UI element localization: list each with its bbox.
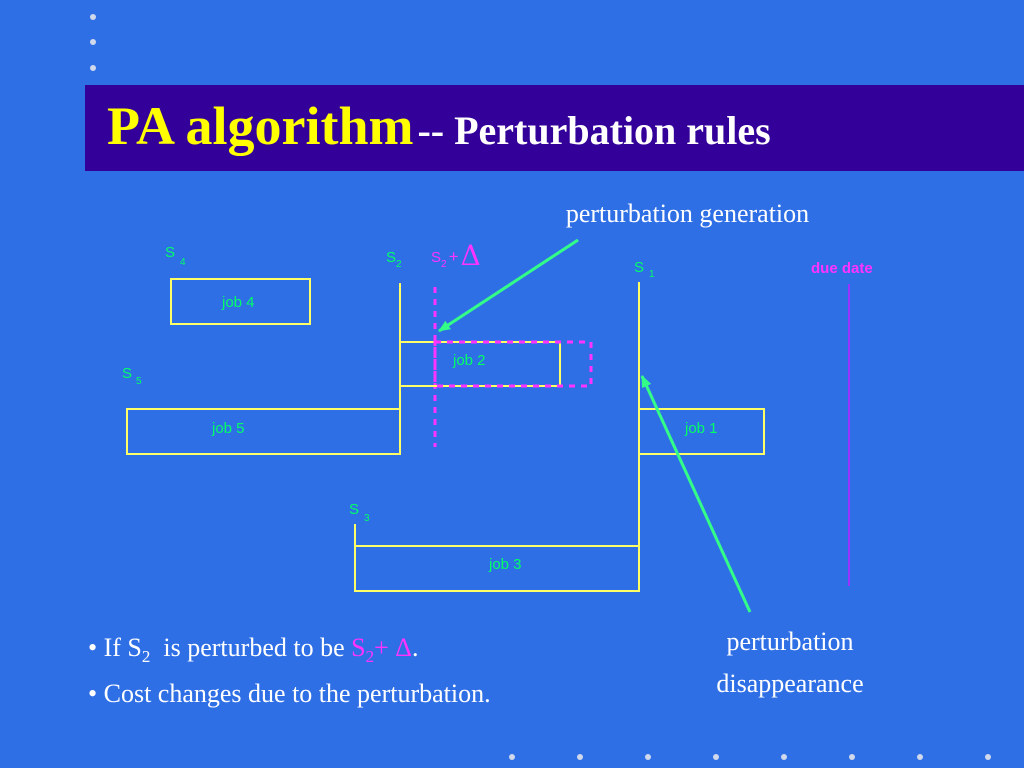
job4-label: job 4	[221, 294, 255, 311]
bullet-cost-changes: • Cost changes due to the perturbation.	[88, 679, 491, 708]
perturbation-disappearance-label: perturbation disappearance	[680, 627, 900, 699]
label-s2-plus-delta: S2+Δ	[431, 239, 481, 272]
job5-label: job 5	[211, 420, 245, 437]
label-s4: S4	[165, 244, 186, 268]
title-bar: PA algorithm -- Perturbation rules	[85, 85, 1024, 171]
label-s2: S2	[386, 249, 402, 270]
job1-label: job 1	[684, 420, 718, 437]
job4-box	[170, 278, 311, 325]
perturbation-generation-label: perturbation generation	[565, 199, 810, 228]
job2-perturbed-box	[433, 340, 593, 388]
bullet-perturbation-rule: • If S2 is perturbed to be S2+ Δ.	[88, 633, 419, 667]
disappearance-arrow	[640, 375, 752, 613]
disappearance-line1: perturbation	[726, 627, 854, 656]
job2-label: job 2	[452, 352, 486, 369]
title-sub: -- Perturbation rules	[417, 108, 771, 153]
label-s3: S3	[349, 501, 370, 524]
label-due-date: due date	[811, 260, 873, 277]
job2-box	[399, 341, 561, 387]
disappearance-line2: disappearance	[716, 669, 864, 698]
job3-label: job 3	[488, 556, 522, 573]
title-main: PA algorithm	[107, 96, 414, 156]
job5-box	[126, 408, 401, 455]
job1-box	[638, 408, 765, 455]
generation-arrow	[438, 238, 579, 333]
job3-box	[354, 545, 640, 592]
slide-title: PA algorithm -- Perturbation rules	[107, 95, 771, 157]
